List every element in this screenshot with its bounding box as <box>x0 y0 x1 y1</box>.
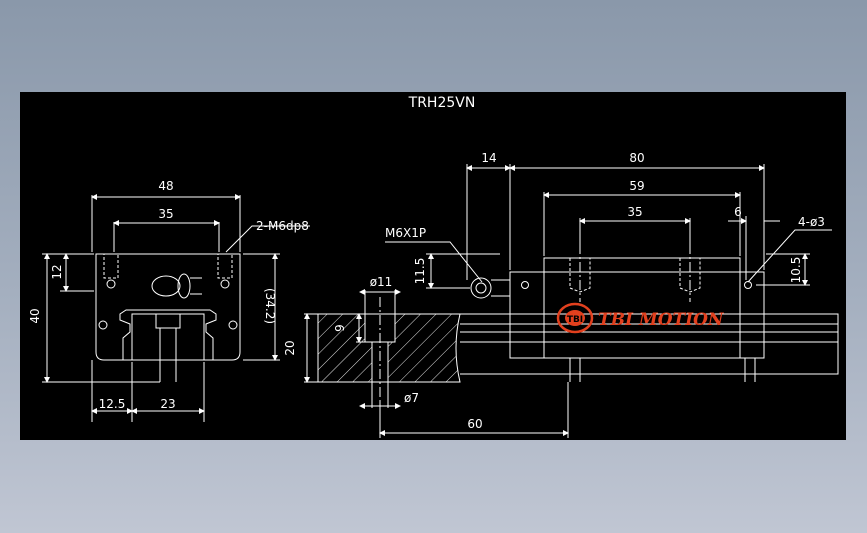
end-dim: 6 <box>734 205 742 219</box>
rail-side <box>460 313 839 375</box>
cad-drawing: TRH25VN <box>28 95 839 438</box>
counterbore-dia-dim: ø11 <box>370 275 393 289</box>
right-seal-screw <box>228 320 238 330</box>
grease-offset-dim: 14 <box>481 151 496 165</box>
grease-height-dim: 11.5 <box>413 258 427 285</box>
rail-channel <box>119 309 217 360</box>
brand-name: TBI MOTION <box>598 310 725 330</box>
side-hole-right <box>744 281 752 289</box>
grease-nipple-side <box>470 277 492 299</box>
right-height-dim: 10.5 <box>789 257 803 284</box>
body-length-dim: 59 <box>629 179 644 193</box>
rail-section <box>304 289 461 409</box>
front-view <box>42 194 310 422</box>
rail-height-dim: 20 <box>283 340 297 355</box>
hidden-hole-left <box>569 258 591 293</box>
end-seal-left <box>509 271 545 359</box>
drawing-title: TRH25VN <box>408 95 476 111</box>
right-threaded-hole <box>217 253 233 279</box>
grease-nipple-front <box>151 275 181 297</box>
left-bolt-hole <box>106 279 116 289</box>
hole-callout: 4-ø3 <box>798 215 825 229</box>
rail-pitch-dim: 60 <box>467 417 482 431</box>
block-length-dim: 80 <box>629 151 644 165</box>
front-body-height-dim: (34.2) <box>263 288 277 324</box>
brand-logo-mark-text: TBI <box>567 315 583 325</box>
rail-section-hatched <box>317 313 461 383</box>
hole-pitch-dim: 35 <box>627 205 642 219</box>
rail-profile <box>131 313 205 361</box>
front-top-dim: 12 <box>50 264 64 279</box>
side-view <box>379 164 839 438</box>
block-outline <box>95 253 241 361</box>
grease-nipple-callout: M6X1P <box>385 226 426 240</box>
hole-dia-dim: ø7 <box>404 391 419 405</box>
front-rail-width-dim: 23 <box>160 397 175 411</box>
brand-logo-mark <box>556 302 594 334</box>
cad-drawing-viewport[interactable]: TRH25VN <box>20 92 846 440</box>
grease-nipple-hex <box>177 273 191 299</box>
hidden-hole-right <box>679 258 701 293</box>
front-width-dim: 48 <box>158 179 173 193</box>
front-thread-callout: 2-M6dp8 <box>256 219 309 233</box>
counterbore-depth-dim: 9 <box>333 324 347 332</box>
side-hole-left <box>521 281 529 289</box>
block-body-side <box>543 257 741 359</box>
front-hole-spacing-dim: 35 <box>158 207 173 221</box>
front-left-offset-dim: 12.5 <box>99 397 126 411</box>
left-seal-screw <box>98 320 108 330</box>
front-height-dim: 40 <box>28 308 42 323</box>
rail-counterbore <box>155 314 181 382</box>
left-threaded-hole <box>103 253 119 279</box>
right-bolt-hole <box>220 279 230 289</box>
brand-logo: TBI TBI MOTION <box>556 302 725 334</box>
